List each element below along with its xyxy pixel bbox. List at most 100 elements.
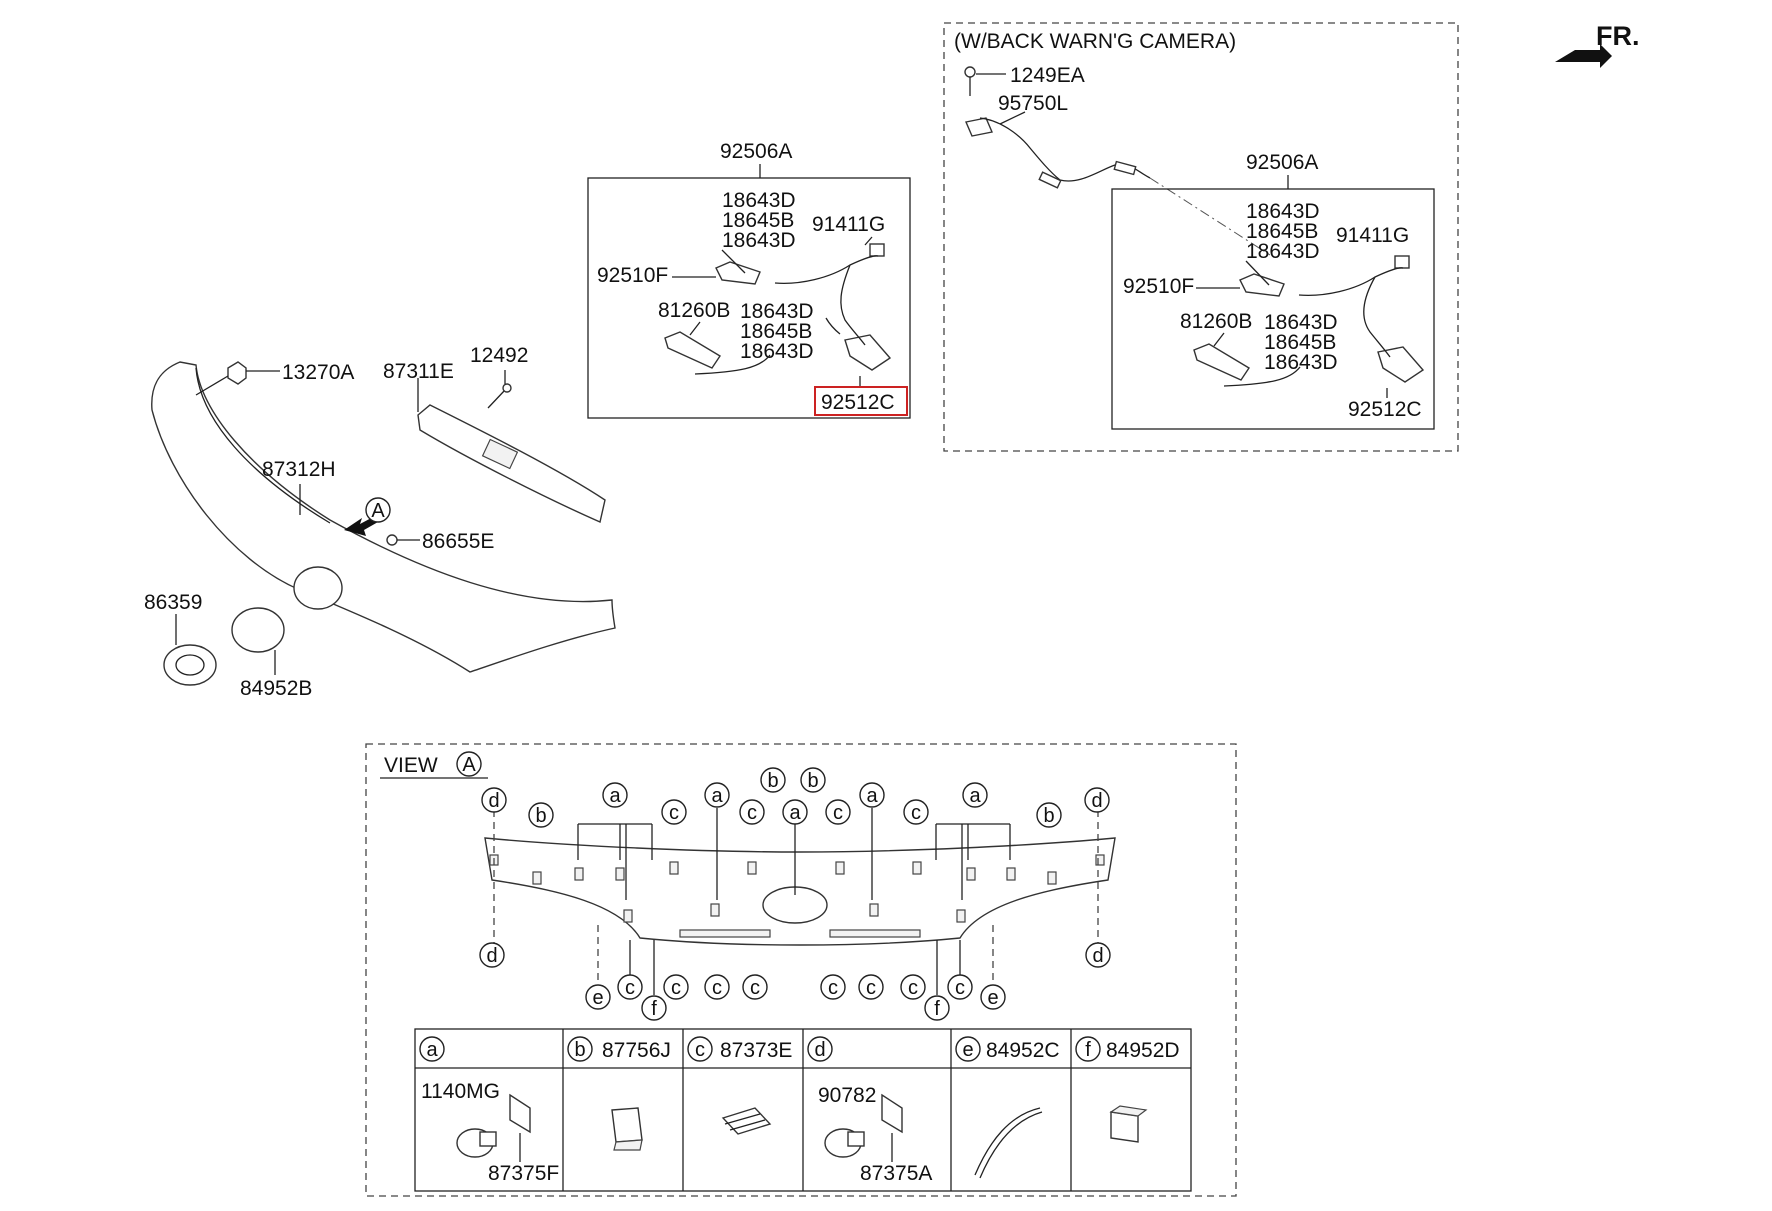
view-letter-bottom-9: c [858, 974, 884, 1000]
label-12492: 12492 [470, 344, 528, 367]
view-letters-top: d b a c a c b b a c a c a b d [481, 767, 1110, 828]
view-letter-top-14: b [1036, 802, 1062, 828]
legend-d-part-1: 90782 [818, 1084, 876, 1107]
legend-header-e: e 84952C [955, 1036, 1060, 1062]
camera-group-top-1: 18643D [1246, 200, 1320, 223]
connector-icon [1394, 255, 1410, 269]
svg-text:f: f [934, 998, 940, 1020]
camera-box-frame [943, 22, 1459, 452]
svg-text:87373E: 87373E [720, 1039, 792, 1062]
view-letter-top-6: c [739, 799, 765, 825]
clip-icon [386, 534, 398, 546]
camera-cable [979, 117, 1061, 181]
lamp-group-bottom-2: 18645B [740, 320, 812, 343]
pad-icon [509, 1093, 531, 1134]
svg-text:84952C: 84952C [986, 1039, 1060, 1062]
view-letter-top-5: a [704, 782, 730, 808]
svg-text:c: c [695, 1039, 705, 1061]
view-letter-bottom-6: c [704, 974, 730, 1000]
lamp-group-top-2: 18645B [722, 209, 794, 232]
svg-text:b: b [574, 1039, 585, 1061]
lamp-label-92510F: 92510F [597, 264, 668, 287]
lamp-box-title: 92506A [720, 140, 792, 163]
view-letter-bottom-12: c [947, 974, 973, 1000]
label-86359: 86359 [144, 591, 202, 614]
view-letter-top-2: b [528, 802, 554, 828]
view-a-frame [365, 743, 1237, 1197]
camera-box-title: (W/BACK WARN'G CAMERA) [954, 30, 1236, 53]
camera-lamp-housing-upper [1239, 273, 1285, 297]
svg-text:b: b [535, 805, 546, 827]
view-letters-bottom: d e c f c c c c c c f c e d [479, 942, 1111, 1021]
camera-variant-box: (W/BACK WARN'G CAMERA) 1249EA 95750L 925… [943, 22, 1459, 452]
emblem-base-upper [293, 566, 343, 610]
view-letter-top-9: a [782, 799, 808, 825]
svg-text:f: f [651, 998, 657, 1020]
license-lamp-box: 92506A 18643D 18645B 18643D 91411G 92510… [587, 140, 911, 419]
svg-text:b: b [767, 770, 778, 792]
svg-text:e: e [592, 987, 603, 1009]
lamp-label-92512C: 92512C [821, 391, 895, 414]
view-clip-markers [489, 854, 1105, 938]
view-letter-bottom-7: c [742, 974, 768, 1000]
lamp-group-top-3: 18643D [722, 229, 796, 252]
highlight-92512C [814, 386, 908, 416]
label-84952B: 84952B [240, 677, 312, 700]
emblem-base-lower [231, 607, 285, 653]
camera-group-bottom-1: 18643D [1264, 311, 1338, 334]
view-letter-bottom-13: e [980, 984, 1006, 1010]
svg-text:c: c [669, 802, 679, 824]
legend-header-c: c 87373E [687, 1036, 792, 1062]
trunk-garnish-assembly: A 13270A 87311E 12492 87312H 86655E 8635… [144, 344, 616, 700]
view-letter-top-4: c [661, 799, 687, 825]
view-letter-top-7: b [760, 767, 786, 793]
camera-icon [965, 117, 993, 137]
pad-f-icon [1110, 1111, 1139, 1143]
svg-text:c: c [866, 977, 876, 999]
front-direction-indicator: FR. [1555, 21, 1640, 68]
view-letter-top-12: c [903, 799, 929, 825]
camera-label-81260B: 81260B [1180, 310, 1252, 333]
view-letter-bottom-5: c [663, 974, 689, 1000]
view-letter-bottom-2: e [585, 984, 611, 1010]
svg-text:c: c [908, 977, 918, 999]
arrow-marker: A [371, 500, 385, 522]
svg-text:d: d [814, 1039, 825, 1061]
view-letter-top-11: a [859, 782, 885, 808]
svg-text:d: d [486, 945, 497, 967]
view-letter-bottom-11: f [924, 995, 950, 1021]
lamp-label-81260B: 81260B [658, 299, 730, 322]
svg-text:c: c [671, 977, 681, 999]
camera-label-1249EA: 1249EA [1010, 64, 1085, 87]
label-87312H: 87312H [262, 458, 336, 481]
lamp-lens-81260B [664, 331, 721, 369]
camera-group-bottom-3: 18643D [1264, 351, 1338, 374]
legend-header-a: a [419, 1036, 445, 1062]
view-letter-top-10: c [825, 799, 851, 825]
svg-text:e: e [962, 1039, 973, 1061]
svg-text:f: f [1085, 1039, 1091, 1061]
svg-text:a: a [609, 785, 621, 807]
camera-lamp-lens [1193, 343, 1250, 381]
camera-group-top-2: 18645B [1246, 220, 1318, 243]
connector-icon [869, 243, 885, 257]
lamp-label-91411G: 91411G [812, 213, 885, 236]
screw-icon [487, 389, 506, 409]
legend-a-part-1: 1140MG [421, 1080, 500, 1103]
svg-text:c: c [833, 802, 843, 824]
svg-text:e: e [987, 987, 998, 1009]
svg-text:87756J: 87756J [602, 1039, 671, 1062]
camera-label-92510F: 92510F [1123, 275, 1194, 298]
label-87311E: 87311E [383, 360, 454, 383]
svg-text:c: c [625, 977, 635, 999]
view-marker: A [462, 754, 476, 776]
label-13270A: 13270A [282, 361, 354, 384]
clip-b-icon [611, 1107, 643, 1143]
view-letter-top-13: a [962, 782, 988, 808]
camera-group-top-3: 18643D [1246, 240, 1320, 263]
pad-d-icon [881, 1093, 903, 1134]
svg-text:c: c [750, 977, 760, 999]
camera-lamp-box-title: 92506A [1246, 151, 1318, 174]
